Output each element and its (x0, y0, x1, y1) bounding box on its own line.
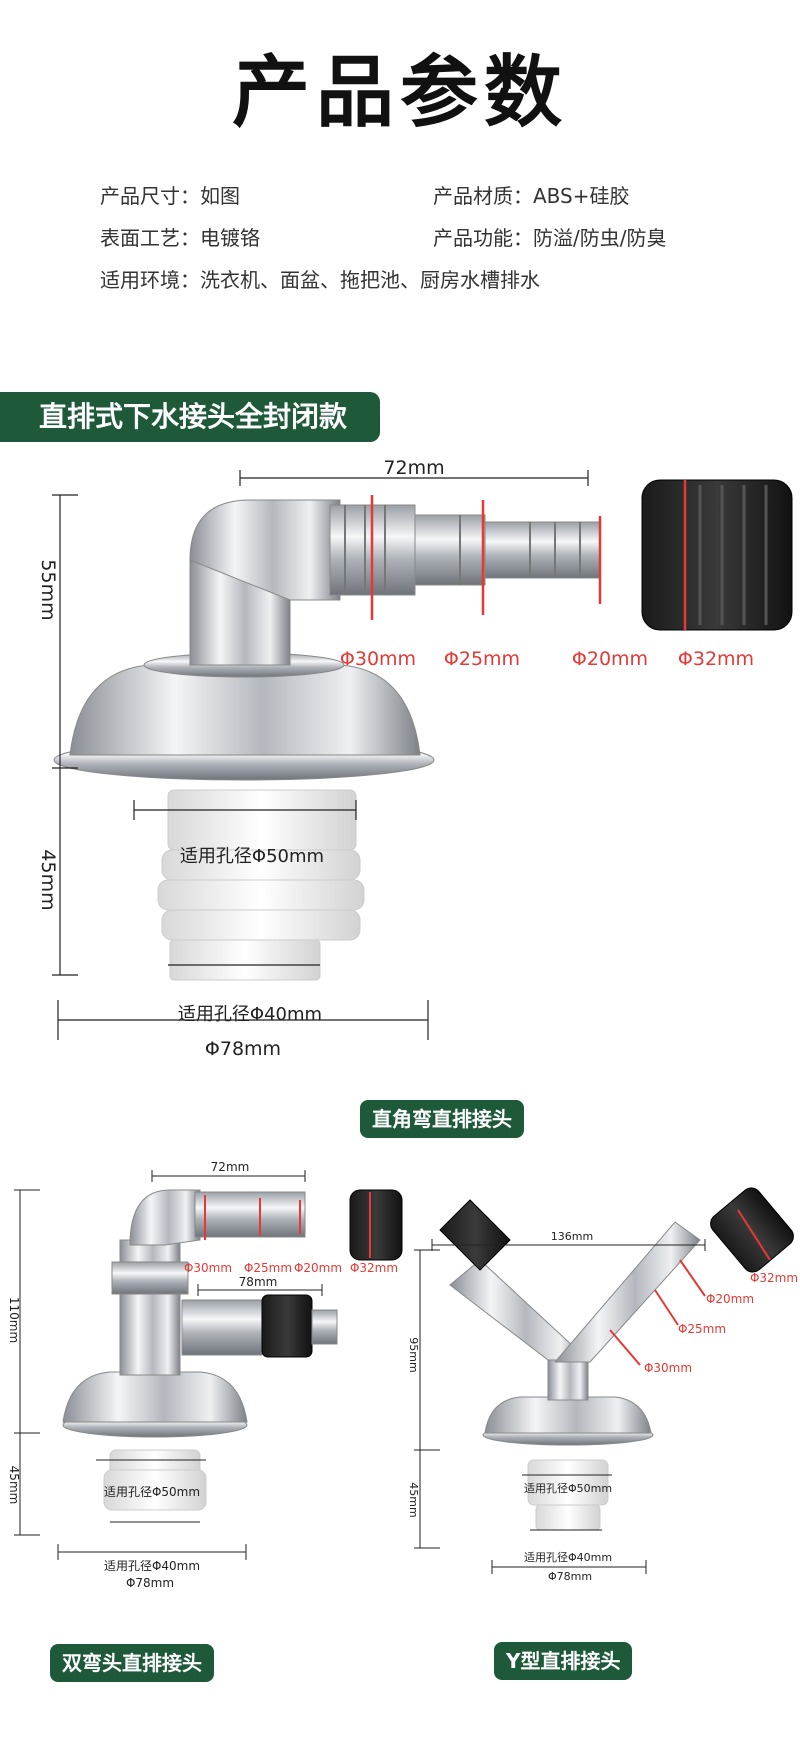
main-d32-label: Φ32mm (678, 648, 754, 670)
param-usage: 适用环境：洗衣机、面盆、拖把池、厨房水槽排水 (100, 268, 540, 292)
main-dimension-lines (52, 470, 589, 1040)
page-title: 产品参数 (231, 48, 568, 138)
param-function: 产品功能：防溢/防虫/防臭 (433, 226, 667, 250)
main-d20-label: Φ20mm (572, 648, 648, 670)
main-dimension-labels: 72mm 55mm 45mm Φ30mm Φ25mm Φ20mm Φ32mm 适… (37, 457, 754, 1060)
main-height-top-label: 55mm (37, 559, 59, 620)
y-height-bottom-label: 45mm (407, 1482, 420, 1517)
double-width-mid-label: 78mm (239, 1275, 278, 1289)
main-base-label: Φ78mm (205, 1038, 281, 1060)
double-dimension-labels: 72mm 78mm 110mm 45mm Φ30mm Φ25mm Φ20mm Φ… (7, 1160, 398, 1590)
double-width-top-label: 72mm (211, 1160, 250, 1174)
double-product-name: 双弯头直排接头 (50, 1644, 214, 1682)
double-d20-label: Φ20mm (294, 1261, 342, 1275)
main-hole40-label: 适用孔径Φ40mm (178, 1004, 322, 1025)
main-height-bottom-label: 45mm (37, 849, 59, 910)
y-d30-label: Φ30mm (644, 1361, 692, 1375)
double-d32-label: Φ32mm (350, 1261, 398, 1275)
double-height-bottom-label: 45mm (7, 1466, 21, 1505)
y-width-label: 136mm (551, 1230, 593, 1243)
double-d30-label: Φ30mm (184, 1261, 232, 1275)
main-red-markers (370, 480, 687, 630)
y-product-name: Y型直排接头 (494, 1642, 633, 1680)
y-hole40-label: 适用孔径Φ40mm (524, 1551, 612, 1564)
param-size: 产品尺寸：如图 (100, 184, 240, 208)
main-hole50-label: 适用孔径Φ50mm (180, 846, 324, 867)
y-d25-label: Φ25mm (678, 1322, 726, 1336)
double-hole50-label: 适用孔径Φ50mm (104, 1485, 200, 1499)
y-d32-label: Φ32mm (750, 1271, 798, 1285)
double-base-label: Φ78mm (126, 1576, 174, 1590)
y-dimension-labels: 136mm 95mm 45mm Φ32mm Φ20mm Φ25mm Φ30mm … (407, 1230, 798, 1583)
y-dimension-lines (414, 1239, 706, 1574)
section-badge: 直排式下水接头全封闭款 (0, 392, 380, 442)
y-height-top-label: 95mm (407, 1337, 420, 1372)
param-material: 产品材质：ABS+硅胶 (433, 184, 630, 208)
double-product-image (62, 1189, 403, 1511)
y-red-markers (609, 1209, 771, 1366)
double-height-top-label: 110mm (7, 1297, 21, 1343)
double-hole40-label: 适用孔径Φ40mm (104, 1559, 200, 1573)
main-width-label: 72mm (383, 457, 444, 479)
double-d25-label: Φ25mm (244, 1261, 292, 1275)
y-product-image (439, 1187, 794, 1531)
param-surface: 表面工艺：电镀铬 (100, 226, 260, 250)
main-d25-label: Φ25mm (444, 648, 520, 670)
y-base-label: Φ78mm (548, 1570, 592, 1583)
main-product-image (53, 479, 793, 981)
double-dimension-lines (14, 1170, 323, 1560)
y-d20-label: Φ20mm (706, 1292, 754, 1306)
main-d30-label: Φ30mm (340, 648, 416, 670)
main-product-name: 直角弯直排接头 (360, 1100, 524, 1138)
y-hole50-label: 适用孔径Φ50mm (524, 1482, 612, 1495)
double-red-markers (204, 1192, 371, 1258)
